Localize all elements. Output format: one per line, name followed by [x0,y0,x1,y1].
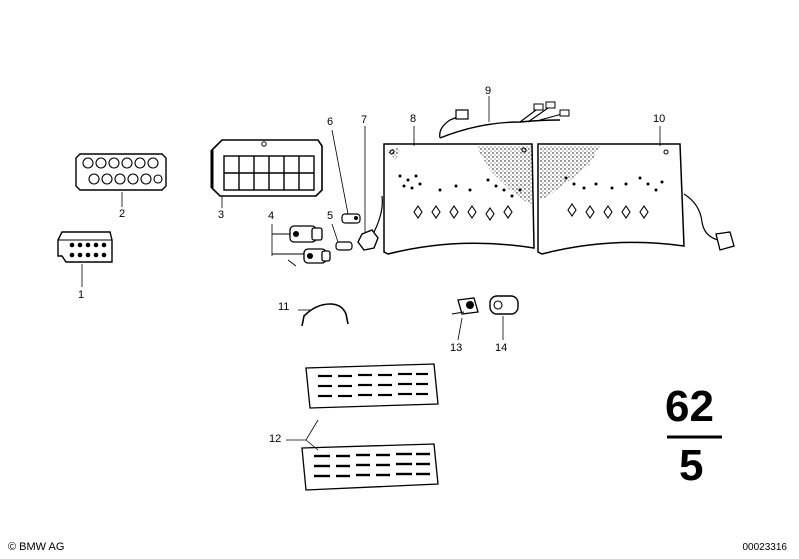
part-1-bracket[interactable] [57,231,113,287]
part-4-bulb-holders[interactable] [271,224,331,267]
callout-4: 4 [268,210,275,222]
callout-7: 7 [361,114,368,126]
part-8-circuit-board-left[interactable] [383,126,535,255]
part-7-connector[interactable] [357,126,383,251]
callout-9: 9 [485,85,492,97]
part-10-circuit-board-right[interactable] [537,126,735,255]
callout-14: 14 [495,342,508,354]
part-12-lens-labels[interactable] [286,363,439,491]
callout-10: 10 [653,113,666,125]
group-number-main: 62 [665,382,714,431]
callout-5: 5 [327,210,334,222]
callout-11: 11 [278,301,290,313]
part-11-spring-clip[interactable] [298,303,349,327]
group-number-sub: 5 [679,441,704,490]
part-6-bulb[interactable] [331,129,361,224]
callout-3: 3 [218,209,225,221]
callout-12: 12 [269,433,282,445]
document-number: 00023316 [742,542,788,553]
callout-2: 2 [119,208,126,220]
callout-6: 6 [327,116,334,128]
part-3-housing[interactable] [210,139,323,208]
callout-1: 1 [78,289,85,301]
part-13-socket[interactable] [451,297,479,341]
callout-8: 8 [410,113,417,125]
part-14-bulb[interactable] [489,295,519,340]
part-5-bulb[interactable] [331,223,353,251]
part-2-lens-plate[interactable] [75,153,167,207]
callout-13: 13 [450,342,463,354]
copyright-notice: © BMW AG [8,541,65,553]
part-9-wiring-harness[interactable] [439,96,570,139]
